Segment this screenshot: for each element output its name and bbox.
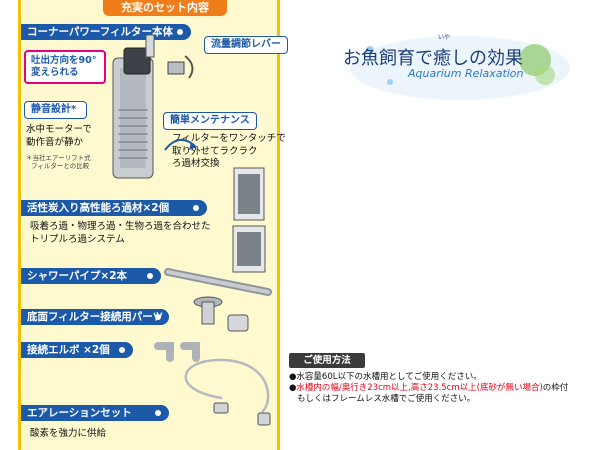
footnote-line: フィルターとの比較 — [31, 162, 90, 170]
usage-text: 水容量60L以下の水槽用としてご使用ください。 — [296, 372, 482, 382]
flow-lever-label: 流量調節レバー — [204, 36, 288, 54]
easy-maintenance-label: 簡単メンテナンス — [163, 112, 257, 130]
outlet-direction-note: 吐出方向を90° 変えられる — [24, 50, 106, 84]
panel-title: 充実のセット内容 — [103, 0, 227, 16]
outlet-note-line: 変えられる — [31, 67, 79, 78]
outlet-note-line: 吐出方向を90° — [31, 55, 97, 66]
bottom-filter-parts-label: 底面フィルター接続用パーツ — [21, 309, 169, 325]
usage-line-3: もしくはフレームレス水槽でご使用ください。 — [297, 394, 476, 404]
maintenance-desc-line: ろ過材交換 — [172, 158, 220, 169]
quiet-design-label: 静音設計* — [24, 101, 88, 119]
usage-text: の枠付 — [542, 383, 569, 393]
quiet-desc-line: 動作音が静か — [26, 136, 84, 148]
usage-line-2: ●水槽内の幅/奥行き23cm以上,高さ23.5cm以上(底砂が無い場合)の枠付 — [289, 383, 568, 394]
elbow-label: 接続エルボ ×2個 — [21, 342, 133, 358]
aeration-set-desc: 酸素を強力に供給 — [30, 428, 107, 439]
quiet-design-mark: * — [71, 104, 77, 115]
quiet-design-desc: 水中モーターで 動作音が静か — [26, 124, 92, 149]
quiet-design-footnote: ＊当社エアーリフト式 フィルターとの比較 — [26, 154, 91, 170]
filter-media-desc-line: 吸着ろ過・物理ろ過・生物ろ過を合わせた — [30, 221, 211, 232]
aeration-set-label: エアレーションセット — [21, 405, 169, 421]
logo-subtitle: Aquarium Relaxation — [408, 67, 524, 80]
usage-warning-text: 水槽内の幅/奥行き23cm以上,高さ23.5cm以上(底砂が無い場合) — [296, 383, 543, 393]
filter-media-desc-line: トリプルろ過システム — [30, 233, 125, 245]
quiet-design-text: 静音設計 — [31, 104, 71, 115]
logo-decoration — [350, 36, 570, 100]
filter-media-label: 活性炭入り高性能ろ過材×2個 — [21, 200, 207, 216]
quiet-desc-line: 水中モーターで — [26, 124, 92, 135]
bullet: ● — [289, 383, 297, 393]
easy-maintenance-desc: フィルターをワンタッチで 取り外せてラクラク ろ過材交換 — [172, 133, 286, 171]
maintenance-desc-line: 取り外せてラクラク — [172, 145, 258, 157]
shower-pipe-label: シャワーパイプ×2本 — [21, 268, 161, 284]
bullet: ● — [289, 372, 297, 382]
footnote-line: ＊当社エアーリフト式 — [26, 154, 91, 162]
logo-title: お魚飼育で癒しの効果 — [343, 48, 523, 69]
main-product-label: コーナーパワーフィルター本体 — [21, 24, 191, 40]
usage-line-1: ●水容量60L以下の水槽用としてご使用ください。 — [289, 372, 482, 383]
usage-label: ご使用方法 — [289, 353, 365, 368]
logo-ruby: いや — [438, 34, 451, 41]
maintenance-desc-line: フィルターをワンタッチで — [172, 133, 286, 144]
filter-media-desc: 吸着ろ過・物理ろ過・生物ろ過を合わせた トリプルろ過システム — [30, 221, 211, 246]
